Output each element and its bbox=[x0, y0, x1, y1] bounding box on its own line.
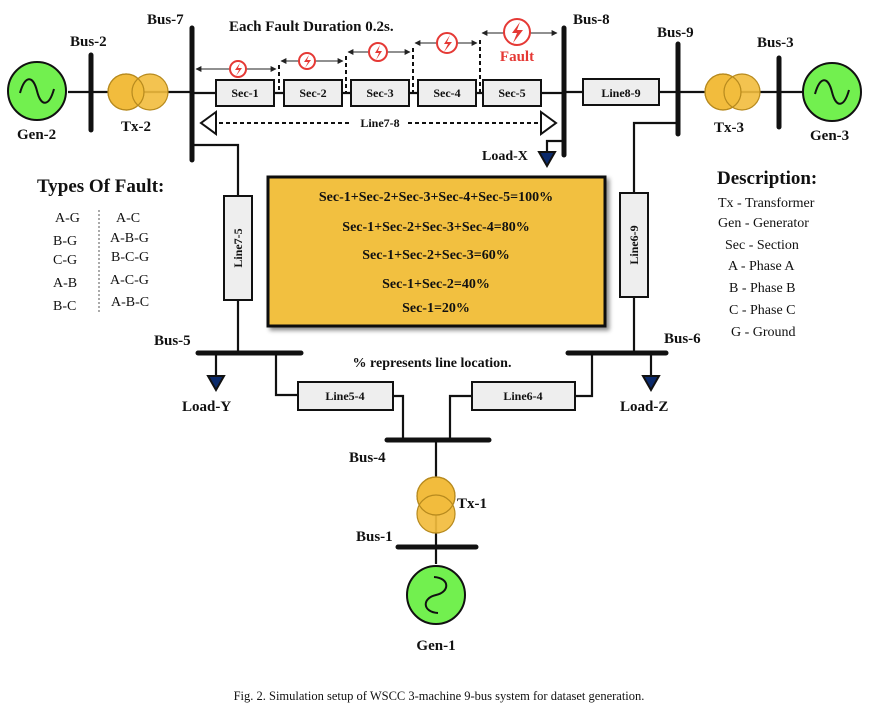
fault-location-box: Sec-1+Sec-2+Sec-3+Sec-4+Sec-5=100% Sec-1… bbox=[266, 175, 607, 328]
location-line-20: Sec-1=20% bbox=[402, 301, 470, 316]
fault-type-item: A-C bbox=[116, 211, 140, 226]
section-label-5: Sec-5 bbox=[498, 86, 525, 100]
bus4-label: Bus-4 bbox=[349, 450, 386, 466]
tx2-label: Tx-2 bbox=[121, 119, 151, 135]
section-box-1 bbox=[215, 79, 275, 107]
line6-4-label: Line6-4 bbox=[503, 389, 542, 403]
transformer-tx1 bbox=[416, 476, 456, 534]
generator-gen3 bbox=[802, 62, 862, 122]
fault-type-item: C-G bbox=[53, 253, 77, 268]
description-item: Gen - Generator bbox=[718, 216, 809, 231]
description-item: Sec - Section bbox=[725, 238, 799, 253]
fault-type-item: A-C-G bbox=[110, 273, 149, 288]
section-label-2: Sec-2 bbox=[299, 86, 326, 100]
wire-load-x bbox=[545, 139, 564, 152]
section-label-1: Sec-1 bbox=[231, 86, 258, 100]
load-y-icon bbox=[206, 375, 226, 393]
fault-icon-2 bbox=[298, 52, 316, 70]
section-boxes: Sec-1 Sec-2 Sec-3 Sec-4 Sec-5 bbox=[215, 79, 542, 107]
description-item: A - Phase A bbox=[728, 259, 795, 274]
line7-8-label: Line7-8 bbox=[360, 116, 399, 130]
fault-icon-3 bbox=[368, 42, 388, 62]
generator-gen2 bbox=[7, 61, 67, 121]
bus6-label: Bus-6 bbox=[664, 331, 701, 347]
tx1-label: Tx-1 bbox=[457, 496, 487, 512]
description-item: B - Phase B bbox=[729, 281, 796, 296]
sine-wave-icon bbox=[424, 576, 448, 614]
line8-9-box bbox=[582, 78, 660, 106]
fault-types-heading: Types Of Fault: bbox=[37, 176, 164, 197]
section-label-4: Sec-4 bbox=[433, 86, 460, 100]
wire-line5-4-bus4 bbox=[393, 394, 405, 440]
fault-type-item: A-B-G bbox=[110, 231, 149, 246]
bus8-label: Bus-8 bbox=[573, 12, 610, 28]
gen2-label: Gen-2 bbox=[17, 127, 56, 143]
fault-icon-5 bbox=[503, 18, 531, 46]
line6-9-box bbox=[619, 192, 649, 298]
wire-bus6-line6-4 bbox=[575, 353, 594, 398]
transformer-tx2 bbox=[107, 73, 169, 111]
description-legend: Description: Tx - Transformer Gen - Gene… bbox=[717, 168, 817, 340]
line5-4-box bbox=[297, 381, 394, 411]
gen3-label: Gen-3 bbox=[810, 128, 849, 144]
line5-4-label: Line5-4 bbox=[325, 389, 364, 403]
load-z-icon bbox=[641, 375, 661, 393]
section-box-3 bbox=[350, 79, 410, 107]
figure-caption: Fig. 2. Simulation setup of WSCC 3-machi… bbox=[234, 689, 645, 703]
fault-icon-4 bbox=[436, 32, 458, 54]
bus3-label: Bus-3 bbox=[757, 35, 794, 51]
line7-8-indicator: Line7-8 bbox=[199, 110, 558, 136]
generator-gen1 bbox=[406, 565, 466, 625]
load-x-label: Load-X bbox=[482, 149, 528, 164]
line6-9-label: Line6-9 bbox=[627, 225, 641, 264]
right-triangle-icon bbox=[540, 110, 558, 136]
wire-line6-4-bus4 bbox=[448, 394, 472, 440]
line7-5-label: Line7-5 bbox=[231, 228, 245, 267]
bus1-label: Bus-1 bbox=[356, 529, 393, 545]
section-box-2 bbox=[283, 79, 343, 107]
fault-type-item: B-G bbox=[53, 234, 77, 249]
fault-duration-title: Each Fault Duration 0.2s. bbox=[229, 19, 394, 35]
load-y-label: Load-Y bbox=[182, 399, 231, 415]
location-line-80: Sec-1+Sec-2+Sec-3+Sec-4=80% bbox=[342, 220, 529, 235]
section-box-4 bbox=[417, 79, 477, 107]
section-box-5 bbox=[482, 79, 542, 107]
description-heading: Description: bbox=[717, 168, 817, 189]
transformer-tx3 bbox=[704, 73, 761, 111]
left-triangle-icon bbox=[199, 110, 217, 136]
fault-label: Fault bbox=[500, 49, 534, 65]
line7-5-box bbox=[223, 195, 253, 301]
load-x-icon bbox=[537, 151, 557, 169]
tx3-label: Tx-3 bbox=[714, 120, 744, 136]
location-note: % represents line location. bbox=[353, 356, 512, 371]
description-item: G - Ground bbox=[731, 325, 796, 340]
bus5-label: Bus-5 bbox=[154, 333, 191, 349]
section-dividers bbox=[278, 40, 481, 92]
bus2-label: Bus-2 bbox=[70, 34, 107, 50]
fault-type-item: A-B bbox=[53, 276, 77, 291]
bus9-label: Bus-9 bbox=[657, 25, 694, 41]
location-line-100: Sec-1+Sec-2+Sec-3+Sec-4+Sec-5=100% bbox=[319, 190, 553, 205]
fault-icon-1 bbox=[229, 60, 247, 78]
gen1-label: Gen-1 bbox=[416, 638, 455, 654]
fault-type-item: B-C bbox=[53, 299, 76, 314]
fault-types-legend: Types Of Fault: A-G B-G C-G A-B B-C A-C … bbox=[37, 176, 164, 314]
line8-9-label: Line8-9 bbox=[601, 86, 640, 100]
sine-wave-icon bbox=[814, 79, 850, 105]
description-item: Tx - Transformer bbox=[718, 196, 815, 211]
location-line-40: Sec-1+Sec-2=40% bbox=[382, 277, 490, 292]
location-line-60: Sec-1+Sec-2+Sec-3=60% bbox=[362, 248, 510, 263]
fault-type-item: B-C-G bbox=[111, 250, 149, 265]
fault-type-item: A-G bbox=[55, 211, 80, 226]
description-item: C - Phase C bbox=[729, 303, 796, 318]
section-label-3: Sec-3 bbox=[366, 86, 393, 100]
sine-wave-icon bbox=[19, 78, 55, 104]
bus7-label: Bus-7 bbox=[147, 12, 184, 28]
wire-bus5-line5-4 bbox=[274, 353, 298, 397]
fault-type-item: A-B-C bbox=[111, 295, 149, 310]
load-z-label: Load-Z bbox=[620, 399, 668, 415]
